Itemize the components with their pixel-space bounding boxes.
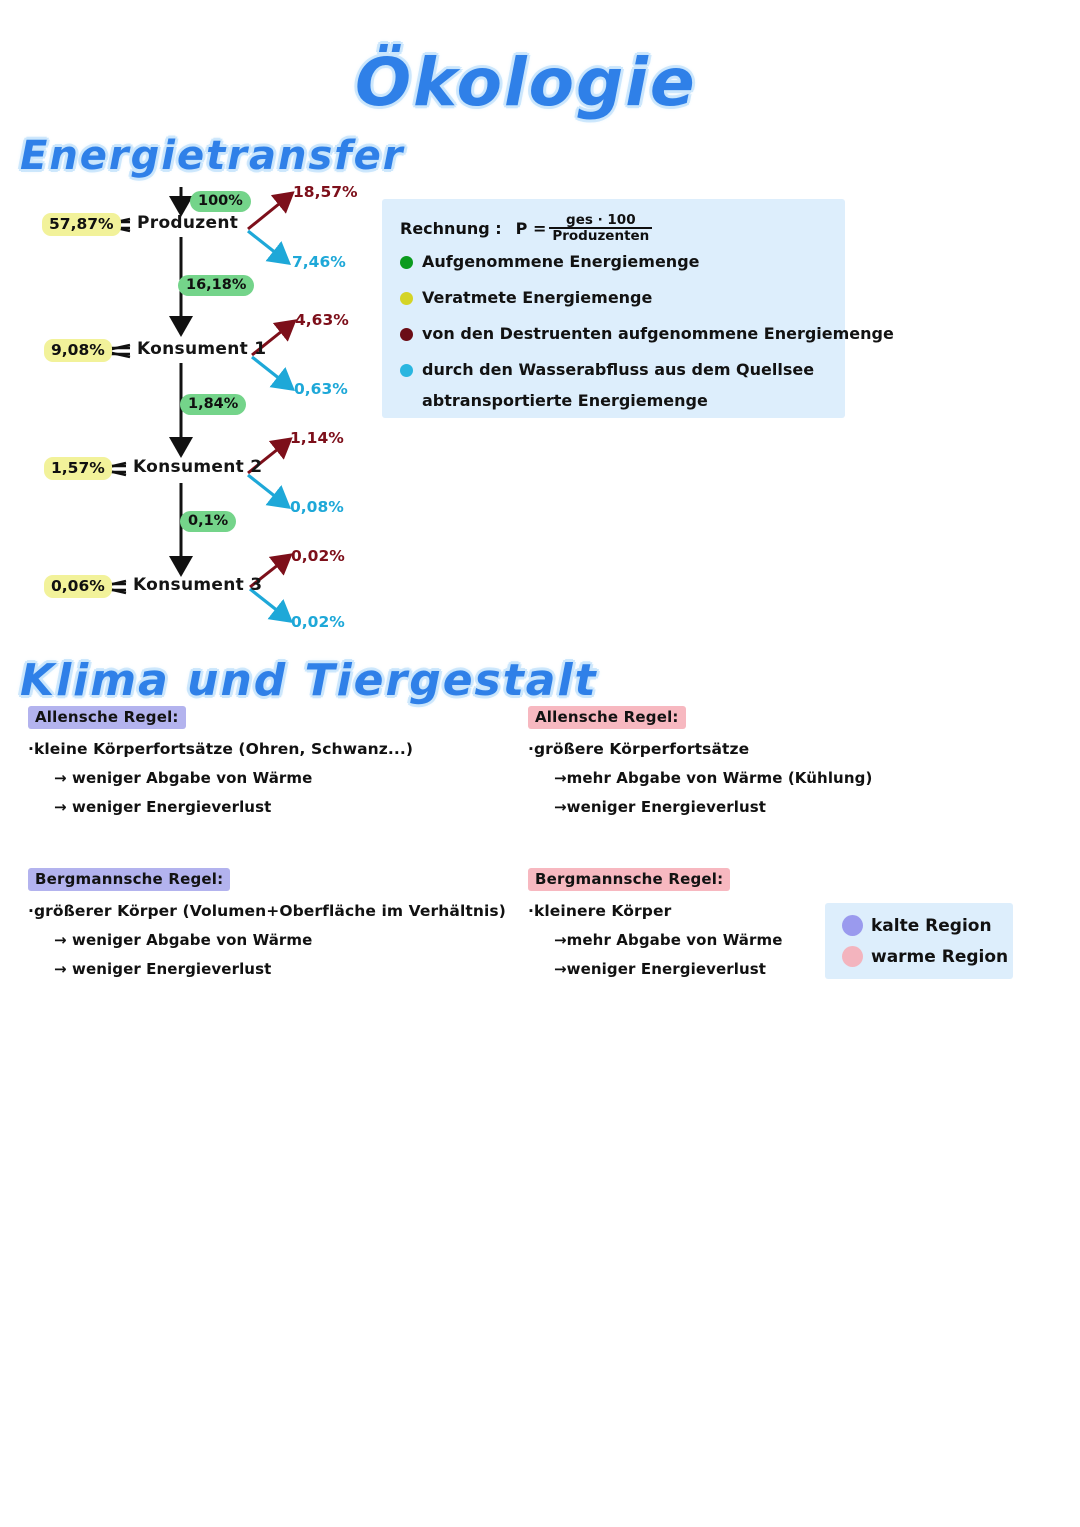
- formula-label: Rechnung :: [400, 218, 502, 238]
- formula-denominator: Produzenten: [549, 227, 653, 243]
- legend-box: Rechnung : P = ges · 100 Produzenten Auf…: [382, 199, 894, 418]
- cold-bergmann-arrow-1: → weniger Abgabe von Wärme: [54, 931, 313, 949]
- formula-numerator: ges · 100: [566, 212, 636, 228]
- warm-bergmann-arrow-1: →mehr Abgabe von Wärme: [554, 931, 783, 949]
- flow-wasserabfluss-konsument-2: 0,08%: [290, 498, 344, 516]
- legend-item-label: durch den Wasserabfluss aus dem Quellsee: [422, 360, 815, 379]
- legend-item-veratmete: Veratmete Energiemenge: [400, 288, 652, 307]
- warm-allen-block: Allensche Regel: ·größere Körperfortsätz…: [528, 706, 872, 816]
- cold-allen-heading: Allensche Regel:: [28, 706, 186, 729]
- flow-node-konsument-1: Konsument 1: [137, 339, 267, 359]
- cold-allen-arrow-1: → weniger Abgabe von Wärme: [54, 769, 313, 787]
- pink-dot-icon: [842, 946, 863, 967]
- flow-input-produzent: 100%: [190, 191, 251, 212]
- cold-bergmann-bullet: ·größerer Körper (Volumen+Oberfläche im …: [28, 902, 506, 920]
- section-heading-energietransfer: Energietransfer: [20, 133, 405, 179]
- legend-item-aufgenommene: Aufgenommene Energiemenge: [400, 252, 700, 271]
- legend-item-label: von den Destruenten aufgenommene Energie…: [422, 324, 894, 343]
- warm-allen-arrow-2: →weniger Energieverlust: [554, 798, 767, 816]
- flow-node-konsument-3: Konsument 3: [133, 575, 263, 595]
- region-legend-item-cold: kalte Region: [842, 915, 992, 936]
- page-title: Ökologie: [355, 44, 697, 121]
- flow-transfer-produzent-to-k1: 16,18%: [178, 275, 255, 296]
- legend-item-label: Aufgenommene Energiemenge: [422, 252, 700, 271]
- flow-transfer-k1-to-k2: 1,84%: [180, 394, 247, 415]
- section-heading-klima: Klima und Tiergestalt: [20, 655, 598, 706]
- legend-item-destruenten: von den Destruenten aufgenommene Energie…: [400, 324, 894, 343]
- region-legend-item-warm: warme Region: [842, 946, 1008, 967]
- formula-fraction: ges · 100 Produzenten: [549, 212, 653, 243]
- flow-destruenten-konsument-2: 1,14%: [290, 429, 344, 447]
- cold-bergmann-block: Bergmannsche Regel: ·größerer Körper (Vo…: [28, 868, 506, 978]
- green-dot-icon: [400, 256, 413, 269]
- warm-bergmann-bullet: ·kleinere Körper: [528, 902, 672, 920]
- flow-stored-produzent: 57,87%: [42, 213, 121, 236]
- cold-allen-arrow-2: → weniger Energieverlust: [54, 798, 272, 816]
- region-legend-label: warme Region: [871, 946, 1009, 967]
- region-legend-box: kalte Region warme Region: [825, 903, 1013, 979]
- flow-node-produzent: Produzent: [137, 213, 239, 233]
- warm-allen-heading: Allensche Regel:: [528, 706, 686, 729]
- formula-p: P =: [515, 218, 547, 238]
- warm-bergmann-block: Bergmannsche Regel: ·kleinere Körper →me…: [528, 868, 783, 978]
- cold-bergmann-heading: Bergmannsche Regel:: [28, 868, 231, 891]
- warm-allen-arrow-1: →mehr Abgabe von Wärme (Kühlung): [554, 769, 873, 787]
- flow-stored-konsument-2: 1,57%: [44, 457, 112, 480]
- flow-destruenten-konsument-3: 0,02%: [291, 547, 345, 565]
- flow-node-konsument-2: Konsument 2: [133, 457, 263, 477]
- legend-item-wasserabfluss: durch den Wasserabfluss aus dem Quellsee: [400, 360, 814, 379]
- formula-rechnung: Rechnung : P = ges · 100 Produzenten: [400, 212, 653, 243]
- warm-allen-bullet: ·größere Körperfortsätze: [528, 740, 750, 758]
- purple-dot-icon: [842, 915, 863, 936]
- flow-destruenten-produzent: 18,57%: [293, 183, 358, 201]
- legend-item-wasserabfluss-line2: abtransportierte Energiemenge: [422, 391, 708, 410]
- cold-bergmann-arrow-2: → weniger Energieverlust: [54, 960, 272, 978]
- cyan-dot-icon: [400, 364, 413, 377]
- warm-bergmann-arrow-2: →weniger Energieverlust: [554, 960, 767, 978]
- flow-destruenten-konsument-1: 4,63%: [295, 311, 349, 329]
- flow-transfer-k2-to-k3: 0,1%: [180, 511, 237, 532]
- dark-red-dot-icon: [400, 328, 413, 341]
- region-legend-label: kalte Region: [871, 915, 992, 936]
- flow-wasserabfluss-konsument-1: 0,63%: [294, 380, 348, 398]
- flow-wasserabfluss-produzent: 7,46%: [292, 253, 346, 271]
- flow-stored-konsument-3: 0,06%: [44, 575, 112, 598]
- energy-transfer-diagram: 100% 57,87% Produzent 18,57% 7,46% 16,18…: [0, 175, 380, 640]
- yellow-dot-icon: [400, 292, 413, 305]
- warm-bergmann-heading: Bergmannsche Regel:: [528, 868, 731, 891]
- flow-stored-konsument-1: 9,08%: [44, 339, 112, 362]
- flow-wasserabfluss-konsument-3: 0,02%: [291, 613, 345, 631]
- legend-item-label-wrap: abtransportierte Energiemenge: [422, 391, 708, 410]
- cold-allen-bullet: ·kleine Körperfortsätze (Ohren, Schwanz.…: [28, 740, 414, 758]
- cold-allen-block: Allensche Regel: ·kleine Körperfortsätze…: [28, 706, 413, 816]
- legend-item-label: Veratmete Energiemenge: [422, 288, 653, 307]
